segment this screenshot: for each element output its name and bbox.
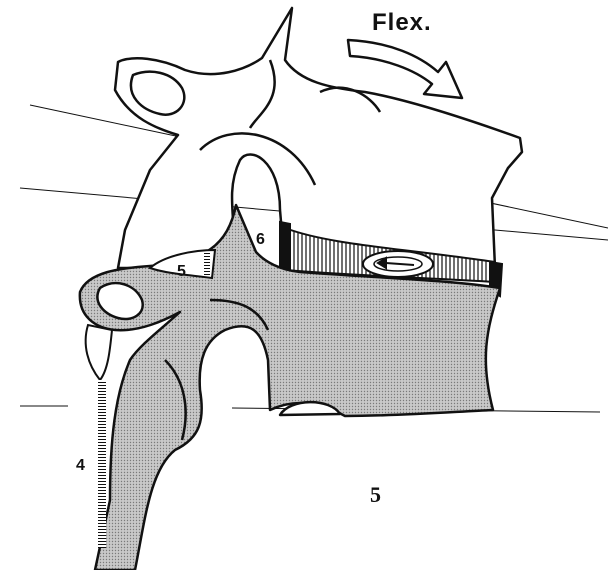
flex-label: Flex. <box>372 9 432 36</box>
upper-vertebra-outline <box>115 8 522 268</box>
facet-hatch <box>204 252 210 276</box>
flexion-arrow <box>348 40 462 98</box>
label-5-facet: 5 <box>177 263 186 280</box>
flexion-arrow-icon <box>348 40 462 98</box>
figure-number: 5 <box>370 482 381 507</box>
upper-vertebra <box>115 8 522 268</box>
label-6: 6 <box>256 231 265 248</box>
posterior-ligament-mark <box>280 222 290 270</box>
inferior-process <box>86 325 112 380</box>
label-4: 4 <box>76 457 85 474</box>
ligament-hatch <box>98 380 106 548</box>
